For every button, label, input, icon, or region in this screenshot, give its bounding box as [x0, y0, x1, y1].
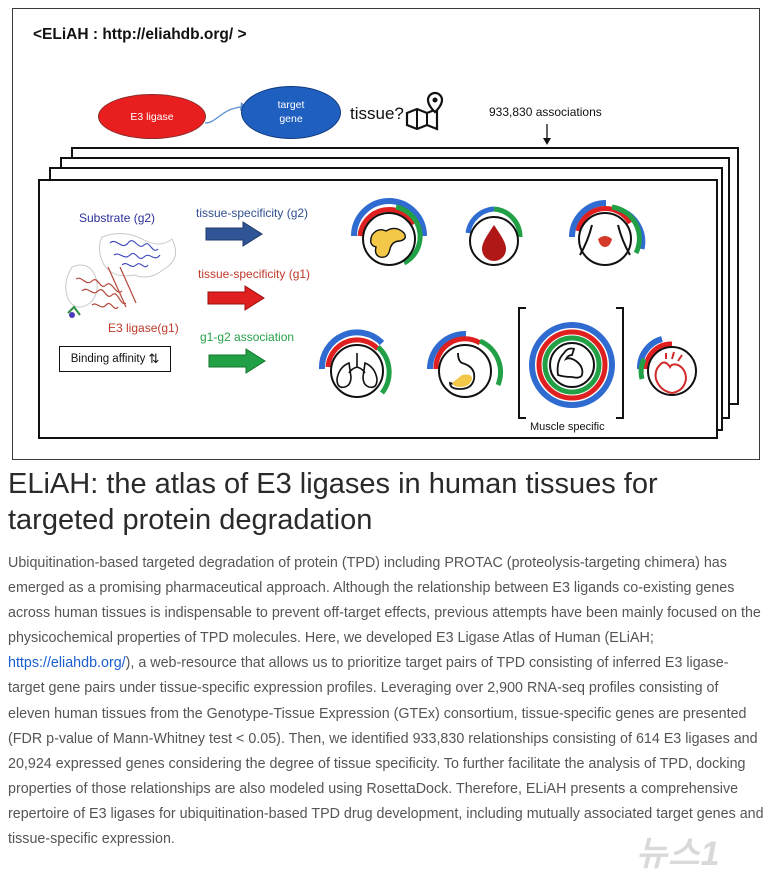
eliah-link[interactable]: https://eliahdb.org/ [8, 655, 126, 672]
figure-panel: <ELiAH : http://eliahdb.org/ > E3 ligase… [12, 8, 760, 460]
tissue-specificity-g2-label: tissue-specificity (g2) [196, 206, 309, 220]
stomach-icon [427, 330, 503, 398]
map-pin-icon [405, 91, 444, 131]
binding-affinity-label: Binding affinity [70, 353, 146, 365]
abstract-text-part-2: ), a web-resource that allows us to prio… [8, 655, 764, 848]
protein-structure-icon [65, 233, 177, 318]
lung-icon [318, 329, 392, 398]
heart-icon [637, 336, 697, 396]
front-card: Substrate (g2) E3 ligase(g [38, 179, 718, 439]
pancreas-icon [351, 198, 427, 266]
muscle-specific-label: Muscle specific [530, 421, 605, 433]
e3-ligase-oval-label: E3 ligase [130, 110, 174, 123]
blood-drop-icon [465, 206, 523, 266]
e3-ligase-g1-label: E3 ligase(g1) [108, 321, 179, 335]
e3-ligase-oval: E3 ligase [98, 94, 206, 139]
figure-header: <ELiAH : http://eliahdb.org/ > [33, 26, 247, 43]
green-arrow-icon [208, 348, 266, 374]
blue-arrow-icon [205, 221, 263, 247]
tissue-specificity-g1-label: tissue-specificity (g1) [198, 267, 311, 281]
tissue-question-label: tissue? [350, 104, 404, 123]
abstract-text-part-1: Ubiquitination-based targeted degradatio… [8, 555, 761, 647]
substrate-label: Substrate (g2) [79, 211, 156, 225]
article-title: ELiAH: the atlas of E3 ligases in human … [8, 468, 658, 536]
associations-count-label: 933,830 associations [489, 105, 602, 119]
news1-watermark: 뉴스1 [636, 835, 721, 873]
muscle-bracket-top-left [518, 307, 526, 309]
muscle-bracket-top-right [616, 307, 624, 309]
binding-affinity-box: Binding affinity ⇅ [59, 346, 171, 372]
thyroid-icon [569, 200, 646, 266]
target-gene-oval: target gene [241, 86, 341, 139]
muscle-bracket-bottom-right [616, 417, 624, 419]
target-gene-oval-label: target gene [277, 99, 305, 125]
red-arrow-icon [207, 285, 265, 311]
g1-g2-association-label: g1-g2 association [200, 330, 295, 344]
down-arrow-icon [543, 124, 551, 145]
up-down-arrows-icon: ⇅ [148, 351, 160, 366]
article-abstract: Ubiquitination-based targeted degradatio… [8, 551, 764, 852]
muscle-bracket [518, 307, 624, 419]
muscle-bracket-bottom-left [518, 417, 526, 419]
muscle-icon [529, 322, 615, 408]
